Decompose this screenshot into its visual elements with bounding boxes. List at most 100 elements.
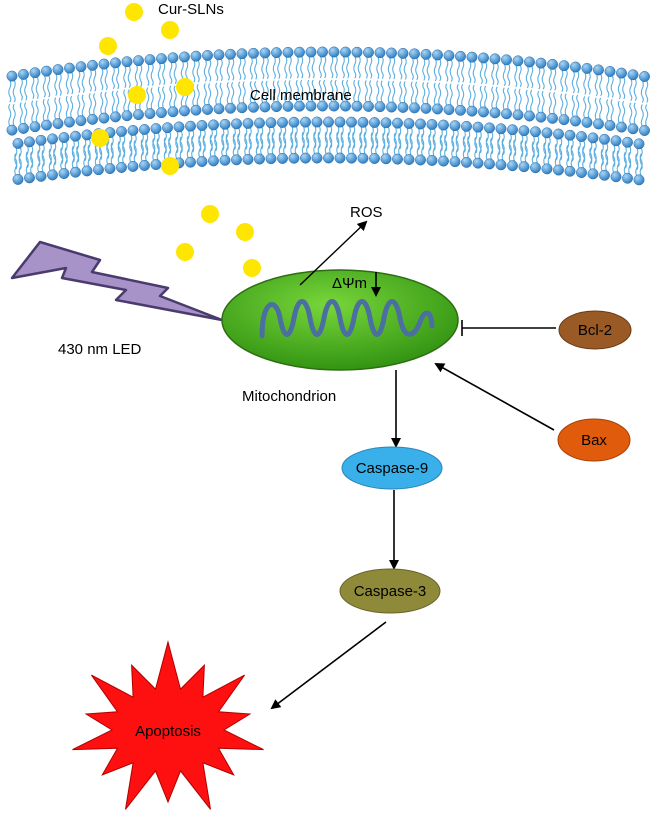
lipid-molecule (202, 83, 213, 115)
lipid-molecule (190, 50, 202, 83)
lipid-molecule (495, 138, 507, 171)
lipid-molecule (512, 88, 524, 121)
nanoparticle (236, 223, 254, 241)
lipid-molecule (58, 147, 70, 179)
lipid-molecule (144, 87, 156, 120)
lipid-molecule (236, 48, 248, 81)
lipid-molecule (144, 54, 156, 86)
lipid-molecule (87, 93, 98, 125)
lipid-molecule (110, 57, 121, 90)
lipid-molecule (576, 146, 587, 178)
bax-node (557, 418, 631, 462)
lipid-molecule (64, 62, 75, 95)
lipid-molecule (29, 67, 41, 100)
lipid-molecule (524, 89, 535, 122)
lipid-molecule (443, 83, 455, 116)
lipid-molecule (75, 61, 87, 94)
lipid-molecule (41, 98, 52, 131)
lipid-molecule (426, 134, 438, 166)
lipid-molecule (639, 71, 650, 103)
lipid-molecule (156, 53, 167, 85)
lipid-molecule (98, 91, 110, 124)
lipid-molecule (610, 150, 622, 183)
lipid-molecule (12, 137, 24, 170)
lipid-molecule (489, 86, 501, 119)
lipid-molecule (242, 133, 254, 165)
lipid-molecule (374, 80, 386, 113)
nanoparticle (91, 129, 109, 147)
lipid-molecule (392, 132, 403, 165)
lipid-molecule (478, 52, 489, 85)
caspase3-node (339, 568, 441, 614)
lipid-molecule (282, 46, 294, 79)
lipid-molecule (254, 117, 265, 150)
lipid-molecule (501, 87, 512, 120)
lipid-molecule (512, 55, 524, 88)
lipid-molecule (6, 70, 18, 103)
lipid-molecule (443, 50, 455, 82)
lipid-molecule (35, 150, 47, 182)
light-bolt-icon (10, 240, 224, 322)
lipid-molecule (305, 79, 317, 112)
lipid-molecule (300, 131, 311, 164)
lipid-molecule (213, 49, 225, 82)
lipid-molecule (70, 145, 81, 178)
lipid-molecule (41, 65, 52, 98)
lipid-molecule (616, 100, 627, 133)
caspase3-label: Caspase-3 (354, 583, 427, 600)
lipid-molecule (317, 79, 328, 112)
lipid-molecule (213, 82, 225, 115)
lipid-molecule (277, 132, 288, 164)
lipid-molecule (639, 104, 650, 136)
lipid-molecule (340, 46, 351, 79)
lipid-molecule (294, 79, 305, 112)
lipid-molecule (167, 52, 179, 85)
lipid-molecule (81, 129, 93, 162)
lipid-molecule (438, 134, 449, 167)
lipid-molecule (81, 144, 93, 177)
bax-label: Bax (581, 432, 607, 449)
lipid-molecule (121, 56, 133, 89)
lipid-molecule (6, 103, 18, 136)
lipid-molecule (202, 50, 213, 82)
lipid-molecule (380, 132, 392, 165)
lipid-molecule (64, 95, 75, 128)
cell-membrane (6, 46, 650, 186)
lipid-molecule (530, 141, 541, 174)
nanoparticle (176, 78, 194, 96)
lipid-molecule (219, 134, 231, 166)
lipid-molecule (633, 153, 645, 186)
lipid-molecule (340, 79, 351, 112)
lipid-molecule (259, 80, 271, 113)
lipid-molecule (24, 151, 35, 184)
lipid-molecule (231, 133, 242, 166)
lipid-molecule (627, 102, 639, 135)
caspase3-to-apoptosis-arrow (270, 621, 387, 710)
lipid-molecule (363, 46, 374, 79)
mitochondrion-label: Mitochondrion (242, 388, 336, 405)
lipid-molecule (478, 85, 489, 118)
mitochondrion-cristae (259, 299, 435, 339)
lipid-molecule (265, 132, 277, 165)
lipid-molecule (593, 97, 604, 130)
nanoparticle (128, 86, 146, 104)
cell-membrane-label: Cell membrane (250, 87, 352, 104)
lipid-molecule (581, 96, 593, 128)
lipid-molecule (328, 46, 340, 79)
lipid-molecule (570, 94, 581, 127)
lipid-molecule (432, 49, 443, 82)
lipid-molecule (409, 81, 420, 114)
lipid-molecule (167, 85, 179, 118)
lipid-molecule (541, 142, 553, 175)
lipid-molecule (409, 48, 420, 81)
lipid-molecule (288, 131, 300, 164)
lipid-molecule (52, 64, 64, 96)
ros-arrow (299, 220, 368, 286)
lipid-molecule (604, 99, 616, 131)
caspase9-node (341, 446, 443, 490)
lipid-molecule (248, 81, 259, 113)
bax-arrow (434, 363, 555, 431)
lipid-molecule (156, 86, 167, 119)
lipid-molecule (317, 46, 328, 79)
cur-slns-label: Cur-SLNs (158, 1, 224, 18)
